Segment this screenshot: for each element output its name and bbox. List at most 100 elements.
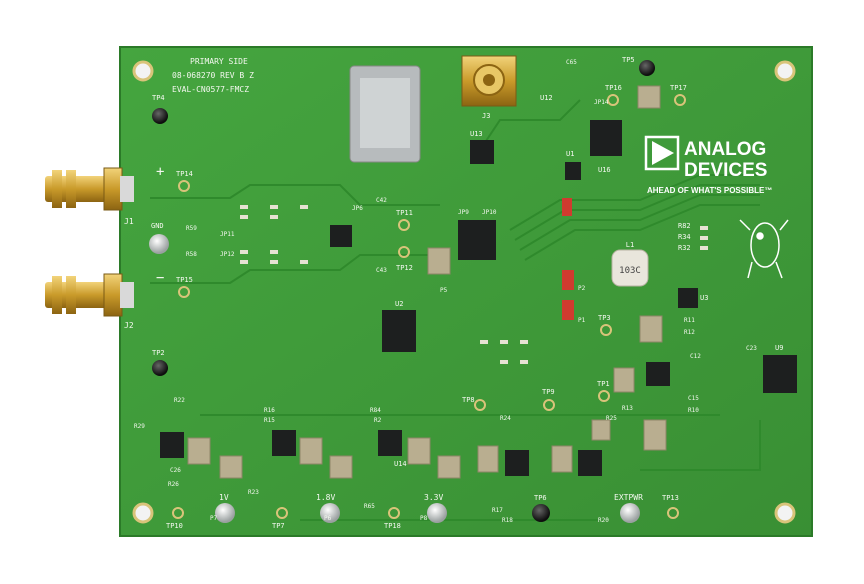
c23-label: C23 — [746, 345, 757, 352]
board-header-silk: PRIMARY SIDE 08-068270 REV B Z EVAL-CN05… — [172, 57, 254, 94]
u1-label: U1 — [566, 150, 574, 158]
r59-label: R59 — [186, 225, 197, 232]
tp16-label: TP16 — [605, 84, 622, 92]
tp12-label: TP12 — [396, 264, 413, 272]
header-line1: PRIMARY SIDE — [190, 57, 248, 66]
c65-label: C65 — [566, 59, 577, 66]
tp1-label: TP1 — [597, 380, 610, 388]
r65-label: R65 — [364, 503, 375, 510]
sma-connector-j3[interactable] — [461, 55, 517, 107]
r58-label: R58 — [186, 251, 197, 258]
tp7-label: TP7 — [272, 522, 285, 530]
tp13-label: TP13 — [662, 494, 679, 502]
tp5-label: TP5 — [622, 56, 635, 64]
p2-label: P2 — [578, 285, 586, 292]
tp8-label: TP8 — [462, 396, 475, 404]
r18-label: R18 — [502, 517, 513, 524]
plus-label: + — [156, 164, 164, 180]
r13-label: R13 — [622, 405, 633, 412]
minus-label: − — [156, 270, 164, 286]
p8-label: P8 — [420, 515, 428, 522]
r84-label: R84 — [370, 407, 381, 414]
tp6-post — [532, 504, 550, 522]
testpoint-rings — [172, 94, 686, 519]
mascot-drawing — [739, 219, 789, 279]
p6-label: P6 — [324, 515, 332, 522]
r17-label: R17 — [492, 507, 503, 514]
v18-post — [320, 503, 340, 523]
j1-label: J1 — [124, 217, 134, 226]
r29-label: R29 — [134, 423, 145, 430]
jp11-label: JP11 — [220, 231, 235, 238]
r22-label: R22 — [174, 397, 185, 404]
c43-label: C43 — [376, 267, 387, 274]
gnd-label: GND — [151, 222, 164, 230]
v18-label: 1.8V — [316, 493, 335, 502]
jp9-label: JP9 — [458, 209, 469, 216]
tp17-label: TP17 — [670, 84, 687, 92]
analog-devices-logo: ANALOG DEVICES AHEAD OF WHAT'S POSSIBLE™ — [644, 135, 772, 195]
extpwr-post — [620, 503, 640, 523]
r15-label: R15 — [264, 417, 275, 424]
extpwr-label: EXTPWR — [614, 493, 643, 502]
c15-label: C15 — [688, 395, 699, 402]
u2-label: U2 — [395, 300, 403, 308]
tp15-label: TP15 — [176, 276, 193, 284]
logo-tagline: AHEAD OF WHAT'S POSSIBLE™ — [647, 186, 772, 195]
tp3-label: TP3 — [598, 314, 611, 322]
logo-line1: ANALOG — [684, 139, 766, 160]
tp14-label: TP14 — [176, 170, 193, 178]
logo-line2: DEVICES — [684, 160, 767, 181]
tp6-label: TP6 — [534, 494, 547, 502]
mounting-holes — [132, 60, 796, 524]
r26-label: R26 — [168, 481, 179, 488]
jp14-label: JP14 — [594, 99, 609, 106]
r2-label: R2 — [374, 417, 382, 424]
r25-label: R25 — [606, 415, 617, 422]
u14-label: U14 — [394, 460, 407, 468]
small-passives — [240, 205, 708, 364]
tp11-label: TP11 — [396, 209, 413, 217]
tp9-label: TP9 — [542, 388, 555, 396]
transformer-module — [349, 65, 421, 163]
red-jumpers[interactable] — [562, 198, 574, 320]
test-points[interactable] — [149, 60, 655, 523]
r11-label: R11 — [684, 317, 695, 324]
sma-connector-j2[interactable] — [45, 273, 134, 317]
u12-label: U12 — [540, 94, 553, 102]
p5-label: P5 — [440, 287, 448, 294]
u3-label: U3 — [700, 294, 708, 302]
c26-label: C26 — [170, 467, 181, 474]
tp5-post — [639, 60, 655, 76]
tp2-label: TP2 — [152, 349, 165, 357]
ic-chips — [160, 120, 797, 476]
capacitors — [187, 85, 667, 479]
r82-label: R82 — [678, 222, 691, 230]
r34-label: R34 — [678, 233, 691, 241]
tp4-post — [152, 108, 168, 124]
silkscreen-labels: TP4 TP5 TP14 TP15 TP16 TP17 TP11 TP12 TP… — [124, 56, 783, 530]
tp10-label: TP10 — [166, 522, 183, 530]
v33-label: 3.3V — [424, 493, 443, 502]
tp2-post — [152, 360, 168, 376]
c42-label: C42 — [376, 197, 387, 204]
r32-label: R32 — [678, 244, 691, 252]
v1-label: 1V — [219, 493, 229, 502]
p1-label: P1 — [578, 317, 586, 324]
c12-label: C12 — [690, 353, 701, 360]
r10-label: R10 — [688, 407, 699, 414]
v33-post — [427, 503, 447, 523]
sma-connector-j1[interactable] — [45, 167, 134, 211]
j2-label: J2 — [124, 321, 134, 330]
jp6-label: JP6 — [352, 205, 363, 212]
u16-label: U16 — [598, 166, 611, 174]
jp12-label: JP12 — [220, 251, 235, 258]
r20-label: R20 — [598, 517, 609, 524]
r24-label: R24 — [500, 415, 511, 422]
gnd-post — [149, 234, 169, 254]
inductor-value: 103C — [619, 266, 641, 276]
inductor-l1: 103C L1 — [611, 241, 649, 287]
tp18-label: TP18 — [384, 522, 401, 530]
v1-post — [215, 503, 235, 523]
